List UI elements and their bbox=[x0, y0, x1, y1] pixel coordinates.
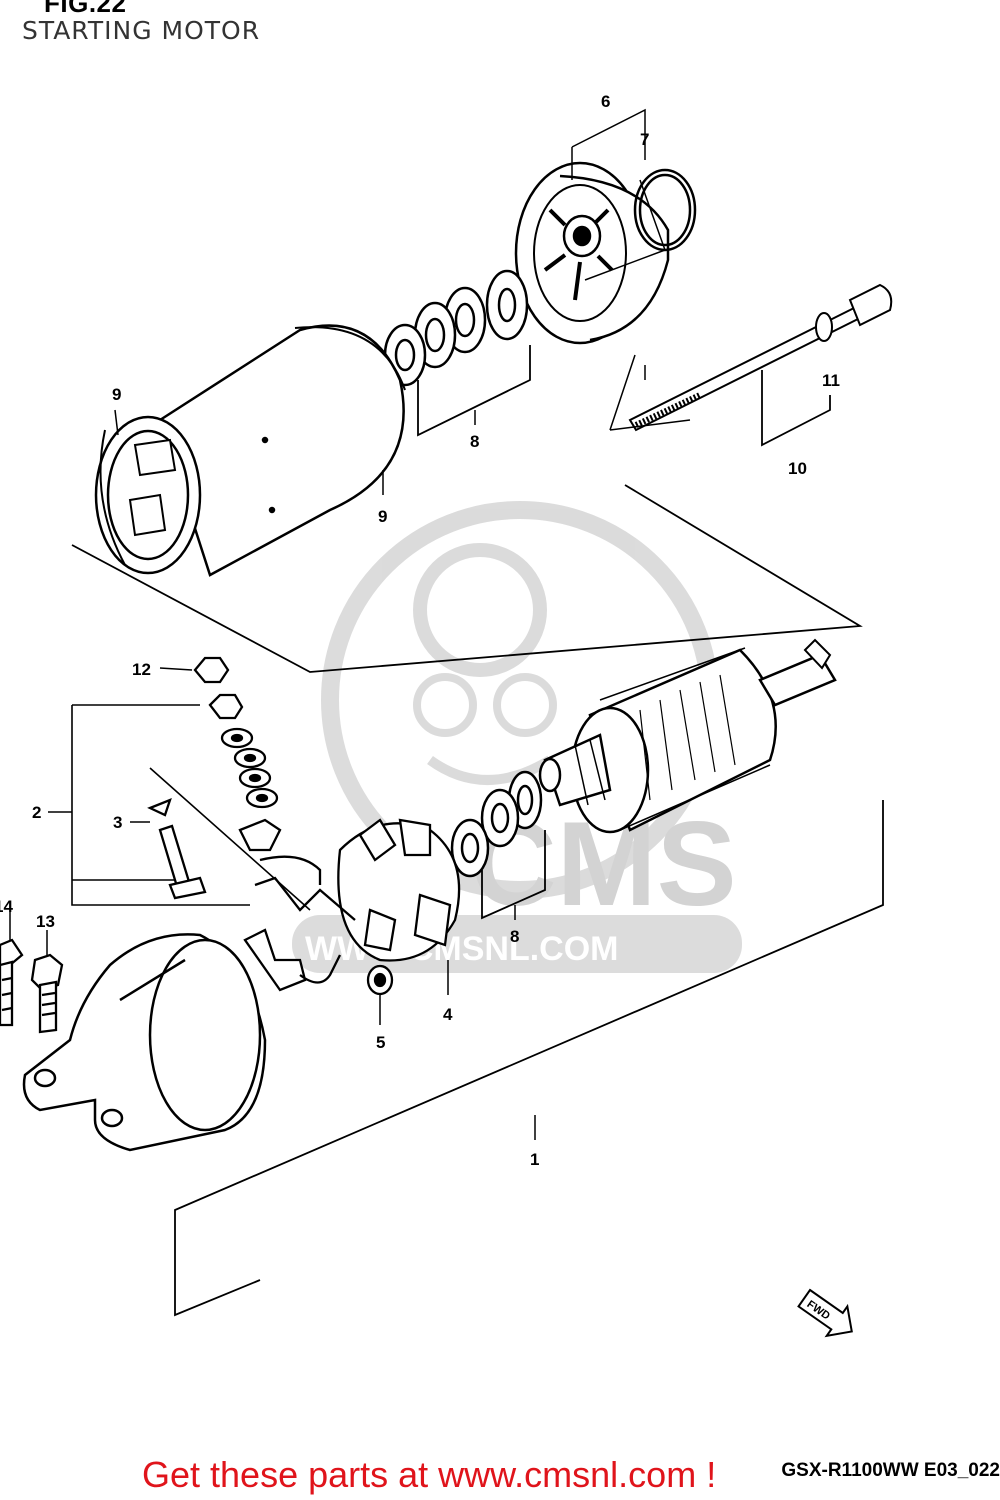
figure-title: STARTING MOTOR bbox=[22, 16, 261, 45]
end-cover bbox=[514, 161, 670, 345]
callout-5: 5 bbox=[376, 1033, 385, 1052]
callout-9-right: 9 bbox=[378, 507, 387, 526]
callout-3: 3 bbox=[113, 813, 122, 832]
buy-parts-banner[interactable]: Get these parts at www.cmsnl.com ! bbox=[0, 1454, 1000, 1496]
terminal-bolt bbox=[147, 798, 207, 900]
callout-4: 4 bbox=[443, 1005, 453, 1024]
callout-8-middle: 8 bbox=[510, 927, 519, 946]
callout-10: 10 bbox=[788, 459, 807, 478]
leader-1-box bbox=[174, 800, 884, 1317]
mounting-bolts bbox=[0, 938, 64, 1034]
callout-8-top: 8 bbox=[470, 432, 479, 451]
washer-set-middle bbox=[450, 770, 543, 878]
callout-1: 1 bbox=[530, 1150, 539, 1169]
callout-14: 14 bbox=[0, 897, 13, 916]
callout-13: 13 bbox=[36, 912, 55, 931]
washer-set-top bbox=[383, 269, 529, 387]
reference-code: GSX-R1100WW E03_022 bbox=[781, 1460, 1000, 1481]
figure-number: FIG.22 bbox=[44, 0, 127, 18]
through-bolt bbox=[628, 283, 893, 432]
buy-parts-link[interactable]: Get these parts at www.cmsnl.com ! bbox=[142, 1454, 717, 1495]
callout-2: 2 bbox=[32, 803, 41, 822]
terminal-nut-stack bbox=[193, 656, 279, 809]
brush-nut bbox=[366, 964, 394, 996]
yoke-housing bbox=[94, 324, 406, 577]
callout-7: 7 bbox=[640, 130, 649, 149]
callout-11: 11 bbox=[822, 371, 840, 390]
leader-8-top bbox=[417, 345, 531, 437]
callout-9-left: 9 bbox=[112, 385, 121, 404]
armature bbox=[538, 638, 837, 834]
callout-6: 6 bbox=[601, 92, 610, 111]
fwd-arrow: FWD bbox=[797, 1288, 853, 1338]
leader-9-box bbox=[71, 484, 863, 673]
callout-12: 12 bbox=[132, 660, 151, 679]
brush-holder bbox=[238, 818, 461, 992]
front-bracket bbox=[22, 933, 267, 1152]
